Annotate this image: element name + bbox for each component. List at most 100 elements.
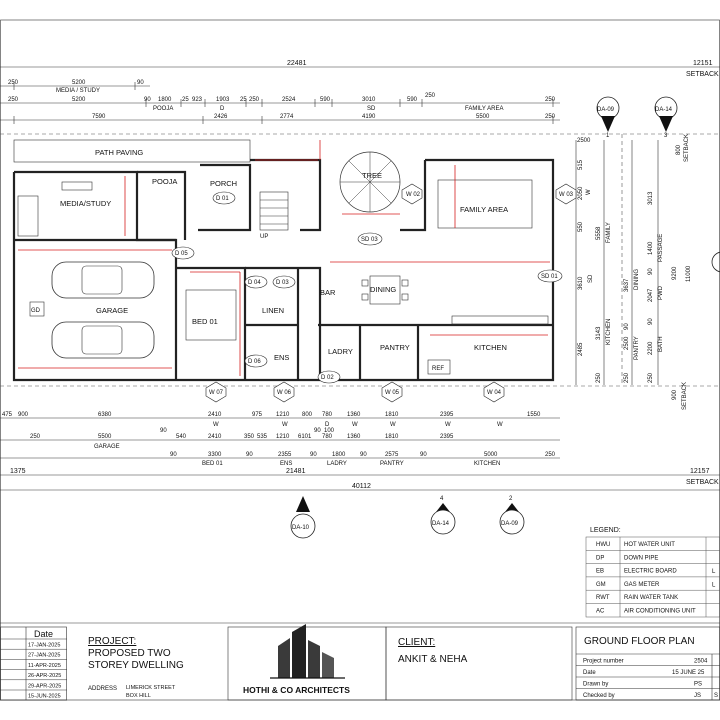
bdim-r2a-3: 350 bbox=[244, 434, 255, 440]
door-tag-d05-label: D 05 bbox=[175, 251, 188, 257]
window-tag-w07[interactable]: W 07 bbox=[205, 381, 227, 403]
revision-date-1: 27-JAN-2025 bbox=[28, 653, 60, 659]
bdim-r2b-6: 1810 bbox=[385, 434, 399, 440]
kitchen-bench bbox=[451, 315, 549, 325]
door-tag-d03[interactable]: D 03 bbox=[272, 275, 296, 289]
address-line1: LIMERICK STREET bbox=[126, 685, 176, 691]
room-label-ens: ENS bbox=[274, 353, 289, 362]
bdim-r2b-3: 6101 bbox=[298, 434, 312, 440]
right-dimensions: 2500 800 SETBACK 515 2050 W 550 5558 FAM… bbox=[575, 134, 720, 410]
door-tag-d04-label: D 04 bbox=[248, 280, 261, 286]
window-tag-w03-label: W 03 bbox=[559, 192, 574, 198]
window-tag-w04[interactable]: W 04 bbox=[483, 381, 505, 403]
bdim-overall: 40112 bbox=[352, 483, 371, 490]
bdim-r1-1: 900 bbox=[18, 412, 29, 418]
stair-up-label: UP bbox=[260, 234, 268, 240]
door-tag-d06-label: D 06 bbox=[248, 359, 261, 365]
tree-icon bbox=[339, 151, 401, 213]
dim-right-dining: DINING bbox=[634, 269, 640, 290]
legend-desc-1: DOWN PIPE bbox=[624, 555, 658, 561]
legend-code-4: RWT bbox=[596, 595, 610, 601]
dim-right-900: 900 bbox=[672, 389, 678, 400]
dim-right-3637: 3637 bbox=[624, 278, 630, 292]
room-label-porch: PORCH bbox=[210, 179, 237, 188]
door-tag-sd01[interactable]: SD 01 bbox=[537, 269, 563, 283]
sheet-s: S bbox=[714, 693, 718, 699]
dim-right-pantry: PANTRY bbox=[634, 336, 640, 360]
callout-da09-bottom[interactable]: 2 DA-09 bbox=[499, 496, 525, 535]
dim-right-550: 550 bbox=[578, 221, 584, 232]
door-tag-d04[interactable]: D 04 bbox=[244, 275, 268, 289]
dim-right-800: 800 bbox=[676, 144, 682, 155]
dim-row2-5: 25 bbox=[240, 97, 247, 103]
dim-d-label: D bbox=[220, 106, 225, 112]
room-label-ref: REF bbox=[432, 366, 444, 372]
callout-da09-top-num: 1 bbox=[606, 133, 610, 139]
bdim-r3-9: 5000 bbox=[484, 452, 498, 458]
dim-row2-right: 250 bbox=[545, 97, 556, 103]
bdim-r2b-4: 780 bbox=[322, 434, 333, 440]
bdim-r3-7: 2575 bbox=[385, 452, 399, 458]
door-tag-d06[interactable]: D 06 bbox=[244, 354, 268, 368]
door-tag-d02[interactable]: D 02 bbox=[317, 370, 341, 384]
door-tag-d05[interactable]: D 05 bbox=[171, 246, 195, 260]
dim-row2-10: 590 bbox=[407, 97, 418, 103]
callout-da10[interactable]: DA-10 bbox=[290, 496, 316, 539]
window-tag-w07-label: W 07 bbox=[209, 390, 224, 396]
callout-da14-top[interactable]: DA-14 3 bbox=[654, 96, 678, 139]
callout-da09-bottom-label: DA-09 bbox=[501, 521, 519, 527]
firm-logo-icon bbox=[270, 624, 345, 679]
dim-right-2100: 2500 bbox=[624, 336, 630, 350]
dim-right-250a: 250 bbox=[596, 372, 602, 383]
dim-row2-4: 1903 bbox=[216, 97, 230, 103]
window-tag-w03[interactable]: W 03 bbox=[555, 183, 577, 205]
bdim-r1-8: 1360 bbox=[347, 412, 361, 418]
door-tag-sd03[interactable]: SD 03 bbox=[357, 232, 383, 246]
callout-da14-bottom[interactable]: 4 DA-14 bbox=[430, 496, 456, 535]
fridge-space bbox=[427, 359, 451, 375]
legend-code-2: EB bbox=[596, 569, 604, 575]
window-tag-w05[interactable]: W 05 bbox=[381, 381, 403, 403]
window-tag-w02[interactable]: W 02 bbox=[401, 183, 423, 205]
car-icon-1 bbox=[51, 261, 155, 299]
bed-icon bbox=[185, 289, 237, 341]
dim-row2-3: 923 bbox=[192, 97, 203, 103]
legend-code-3: GM bbox=[596, 582, 606, 588]
bdim-ens-label: ENS bbox=[280, 461, 292, 467]
bdim-r2a-0: 90 bbox=[160, 428, 167, 434]
setback-top-label: SETBACK bbox=[686, 71, 719, 78]
bdim-r1-5: 1210 bbox=[276, 412, 290, 418]
door-tag-d02-label: D 02 bbox=[321, 375, 334, 381]
door-tag-d01[interactable]: D 01 bbox=[212, 191, 236, 205]
address-line2: BOX HILL bbox=[126, 693, 151, 699]
gd-label: GD bbox=[31, 308, 41, 314]
family-furniture bbox=[437, 179, 533, 229]
bdim-21481: 21481 bbox=[286, 468, 306, 475]
bdim-r3-10: 250 bbox=[545, 452, 556, 458]
staircase bbox=[259, 191, 289, 231]
dim-right-90a: 90 bbox=[648, 268, 654, 275]
callout-da14-bottom-label: DA-14 bbox=[432, 521, 450, 527]
legend-desc-5: AIR CONDITIONING UNIT bbox=[624, 609, 696, 615]
bdim-r3-6: 90 bbox=[360, 452, 367, 458]
bdim-r3-5: 1800 bbox=[332, 452, 346, 458]
dim-row3-right: 250 bbox=[545, 114, 556, 120]
setback-right-top: SETBACK bbox=[684, 134, 690, 162]
dim-right-overall-top: 12151 bbox=[693, 60, 713, 67]
info-label-3: Checked by bbox=[583, 693, 615, 699]
dim-row2-0: 90 bbox=[144, 97, 151, 103]
dim-row2-1: 1800 bbox=[158, 97, 172, 103]
dim-right-sd: SD bbox=[588, 274, 594, 283]
dim-row2sub-3: 5500 bbox=[476, 114, 490, 120]
bdim-1375: 1375 bbox=[10, 468, 26, 475]
bdim-w-6: W bbox=[497, 422, 503, 428]
window-tag-w06[interactable]: W 06 bbox=[273, 381, 295, 403]
legend-right-1: L bbox=[712, 582, 716, 588]
bdim-r1-4: 975 bbox=[252, 412, 263, 418]
callout-da09-top[interactable]: DA-09 1 bbox=[596, 96, 620, 139]
door-tag-sd01-label: SD 01 bbox=[541, 274, 558, 280]
stair-wall bbox=[250, 158, 322, 232]
dim-row2-6: 250 bbox=[249, 97, 260, 103]
client-name: ANKIT & NEHA bbox=[398, 654, 468, 665]
